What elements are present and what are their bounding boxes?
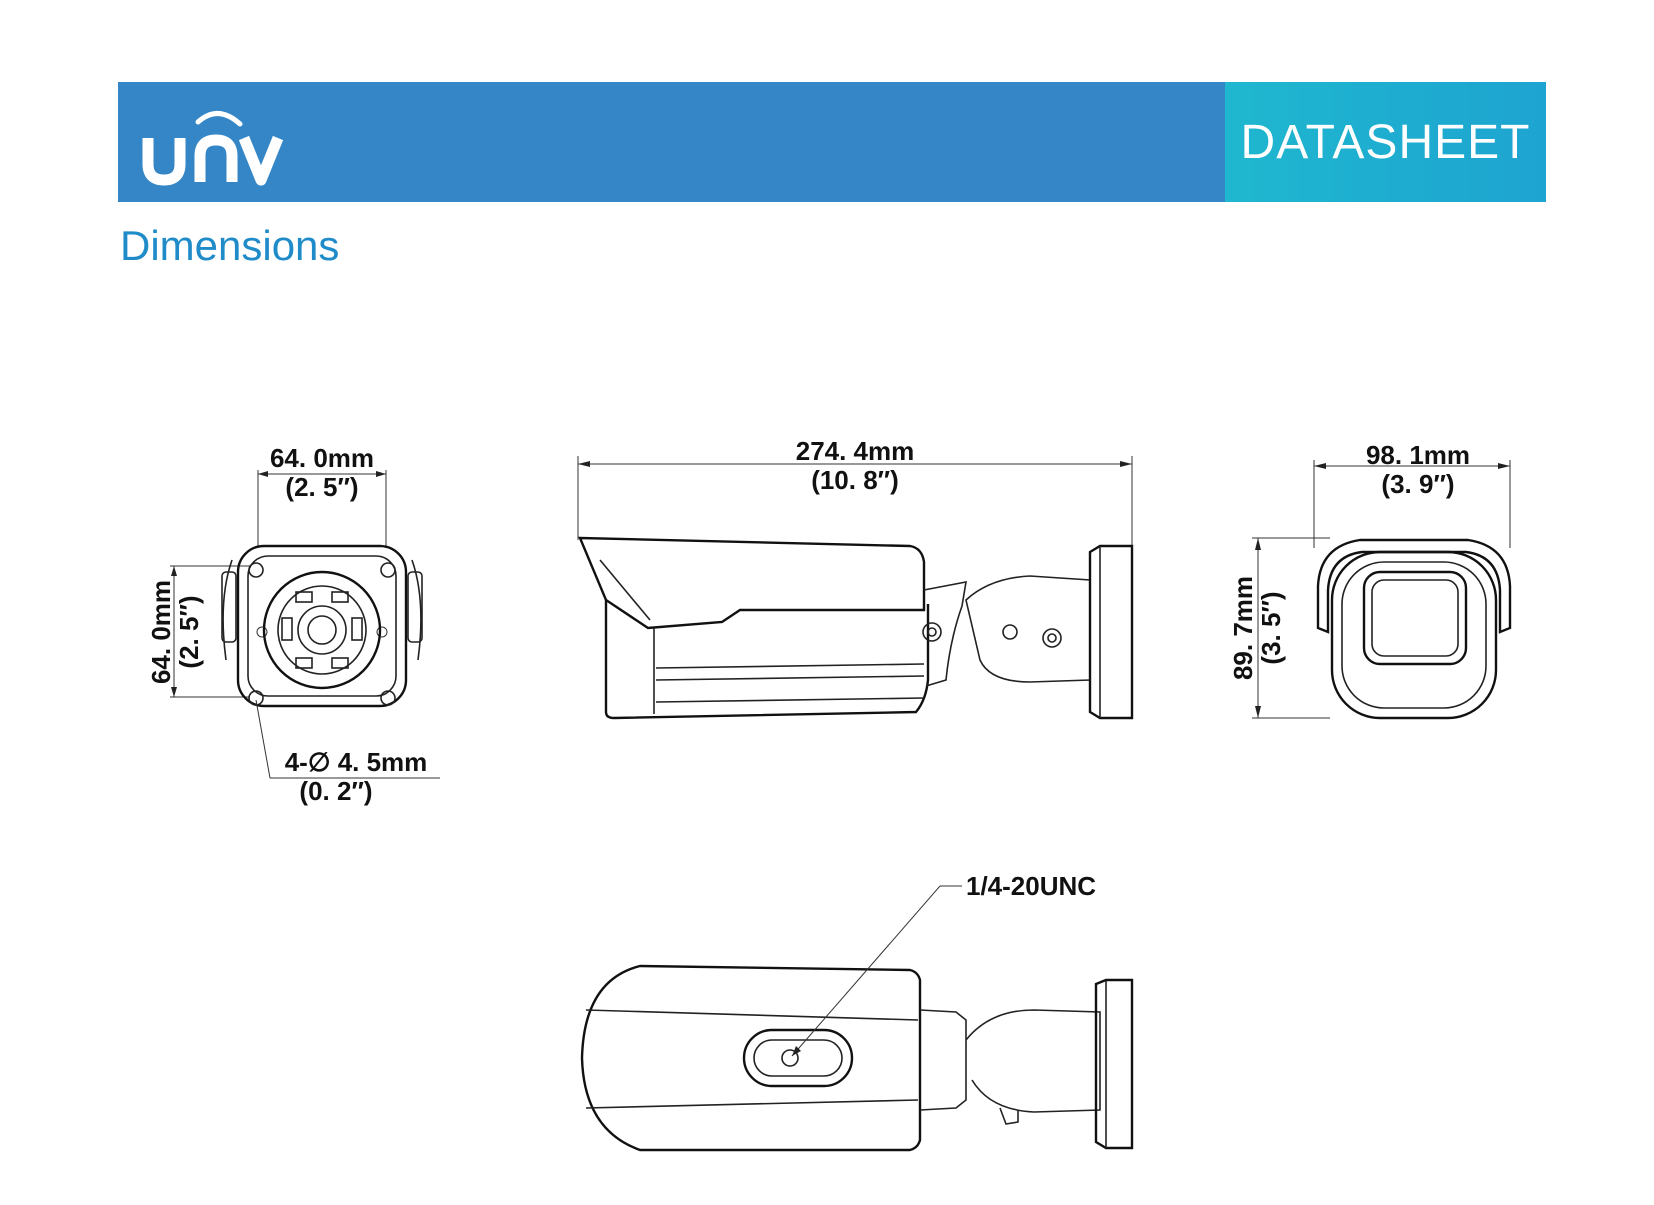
- rear-width-in: (3. 9″): [1381, 469, 1454, 499]
- front-width-mm: 64. 0mm: [270, 443, 374, 473]
- header-tag: DATASHEET: [1225, 82, 1546, 202]
- front-view-drawing: 64. 0mm (2. 5″) 64. 0mm (2. 5″) 4-∅ 4. 5…: [146, 443, 440, 806]
- side-view-drawing: 274. 4mm (10. 8″): [577, 436, 1134, 720]
- rear-width-mm: 98. 1mm: [1366, 440, 1470, 470]
- side-length-mm: 274. 4mm: [796, 436, 915, 466]
- rear-view-drawing: 98. 1mm (3. 9″) 89. 7mm (3. 5″): [1228, 440, 1512, 720]
- thread-label: 1/4-20UNC: [966, 871, 1096, 901]
- rear-height-mm: 89. 7mm: [1228, 576, 1258, 680]
- rear-height-in: (3. 5″): [1256, 591, 1286, 664]
- front-height-mm: 64. 0mm: [146, 580, 176, 684]
- bottom-view-drawing: 1/4-20UNC: [580, 871, 1134, 1152]
- unv-logo: [142, 111, 284, 186]
- mount-hole-mm: 4-∅ 4. 5mm: [285, 747, 428, 777]
- front-width-in: (2. 5″): [285, 472, 358, 502]
- mount-hole-in: (0. 2″): [299, 776, 372, 806]
- datasheet-header: DATASHEET: [118, 82, 1546, 202]
- datasheet-label: DATASHEET: [1240, 115, 1531, 169]
- front-height-in: (2. 5″): [174, 595, 204, 668]
- side-length-in: (10. 8″): [811, 465, 899, 495]
- header-brand-bar: [118, 82, 1225, 202]
- section-title: Dimensions: [120, 222, 340, 269]
